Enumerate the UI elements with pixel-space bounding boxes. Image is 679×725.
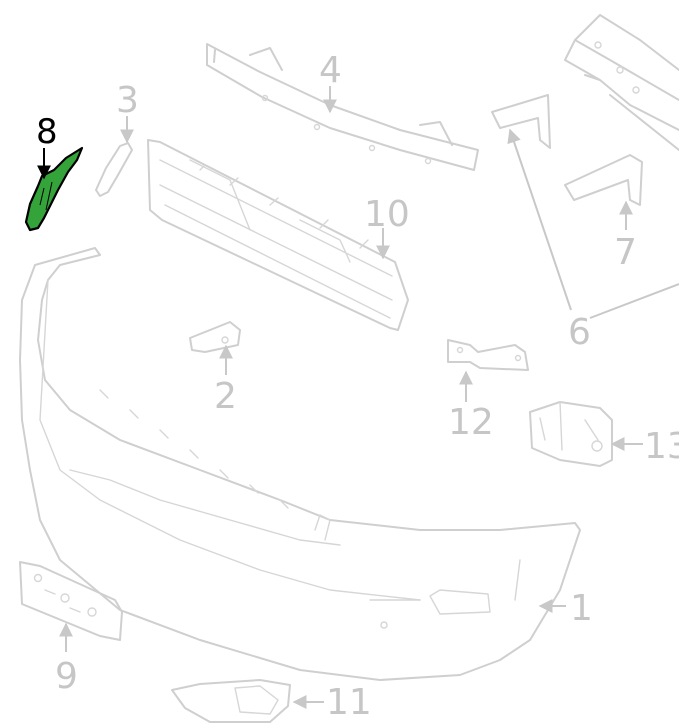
part-grille[interactable]: [147, 139, 409, 331]
callout-13: 13: [644, 426, 679, 467]
callout-4: 4: [319, 50, 342, 91]
callout-10: 10: [364, 194, 410, 235]
leader-6a: [507, 128, 572, 311]
callout-8: 8: [36, 112, 58, 152]
callout-1: 1: [570, 588, 593, 629]
part-bracket-3[interactable]: [95, 142, 133, 197]
callout-6: 6: [568, 312, 591, 353]
part-bracket-12[interactable]: [447, 339, 529, 371]
part-plate-bracket-9[interactable]: [19, 561, 123, 641]
callout-9: 9: [55, 656, 78, 697]
leader-lines: [37, 86, 679, 709]
part-reinforcement-bar[interactable]: [206, 43, 479, 171]
part-bracket-8-highlighted[interactable]: [24, 146, 84, 232]
leader-6b: [589, 283, 679, 319]
part-bracket-7[interactable]: [564, 154, 643, 206]
part-frame-rail[interactable]: [564, 14, 679, 151]
part-bracket-6[interactable]: [491, 94, 551, 149]
callout-11: 11: [326, 682, 372, 723]
callout-12: 12: [448, 402, 494, 443]
part-mount-13[interactable]: [529, 401, 613, 467]
part-fog-bezel-11[interactable]: [171, 679, 291, 723]
callout-labels: 8 3 4 10 7 6 2 12 13 1 9 11: [36, 50, 679, 723]
part-bumper-cover[interactable]: [19, 247, 581, 681]
callout-2: 2: [214, 376, 237, 417]
part-clip-2[interactable]: [189, 321, 241, 353]
callout-3: 3: [116, 80, 139, 121]
callout-7: 7: [614, 232, 637, 273]
